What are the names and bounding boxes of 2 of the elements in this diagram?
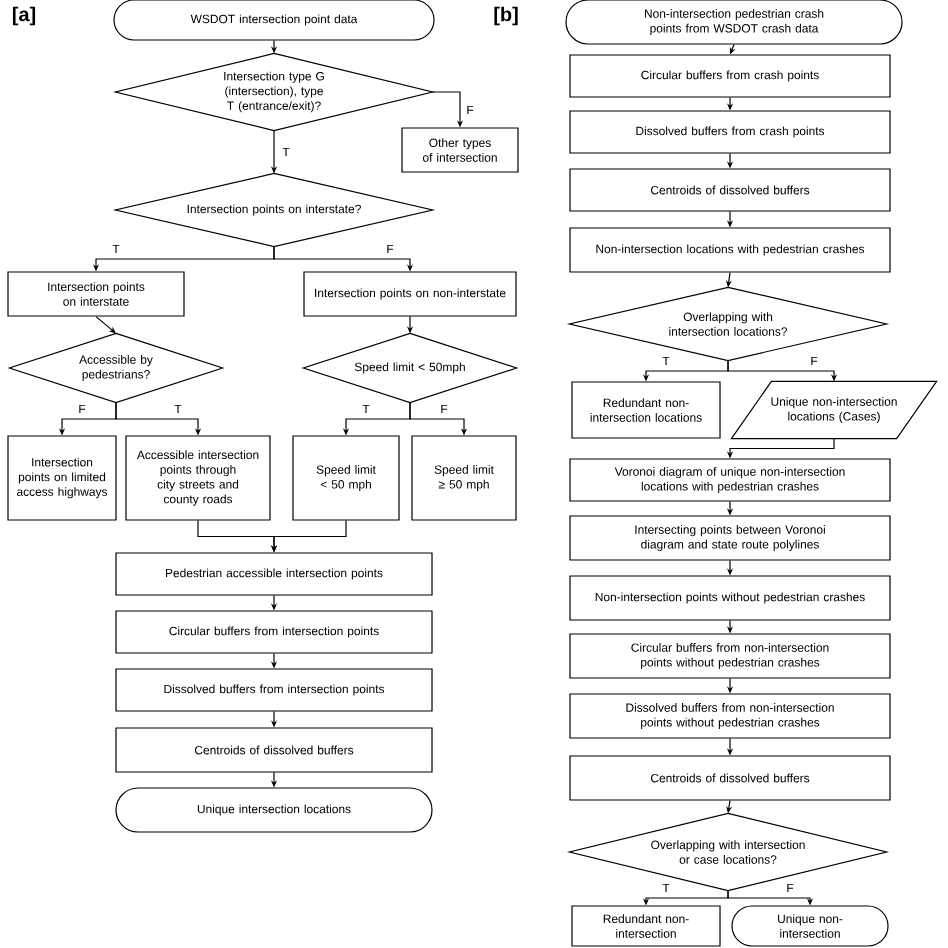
panel-label: [a] bbox=[12, 6, 36, 26]
panel-label: [b] bbox=[494, 6, 518, 26]
